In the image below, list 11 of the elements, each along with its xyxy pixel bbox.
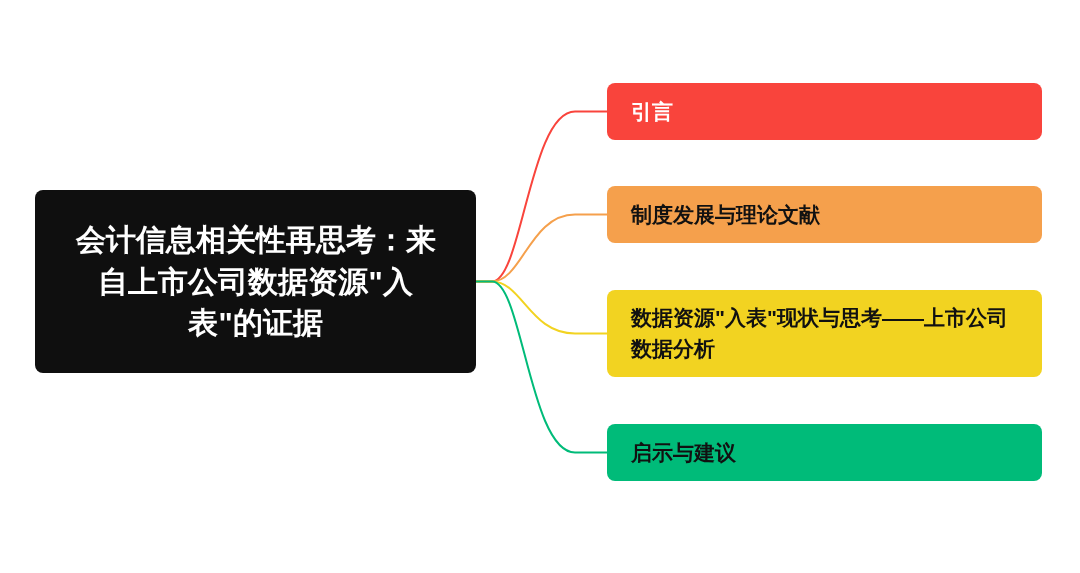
topic-text: 引言 xyxy=(631,98,673,125)
root-topic-text: 会计信息相关性再思考：来自上市公司数据资源"入表"的证据 xyxy=(75,222,436,342)
topic-text: 启示与建议 xyxy=(631,439,736,466)
root-topic-box xyxy=(35,190,476,373)
topic-text: 数据资源"入表"现状与思考——上市公司数据分析 xyxy=(631,305,1009,362)
connector-line xyxy=(475,280,608,454)
topic-box xyxy=(607,424,1042,481)
topic-box xyxy=(607,186,1042,243)
topic-box xyxy=(607,83,1042,140)
topic-text: 制度发展与理论文献 xyxy=(631,201,820,228)
topic-box xyxy=(607,290,1042,377)
